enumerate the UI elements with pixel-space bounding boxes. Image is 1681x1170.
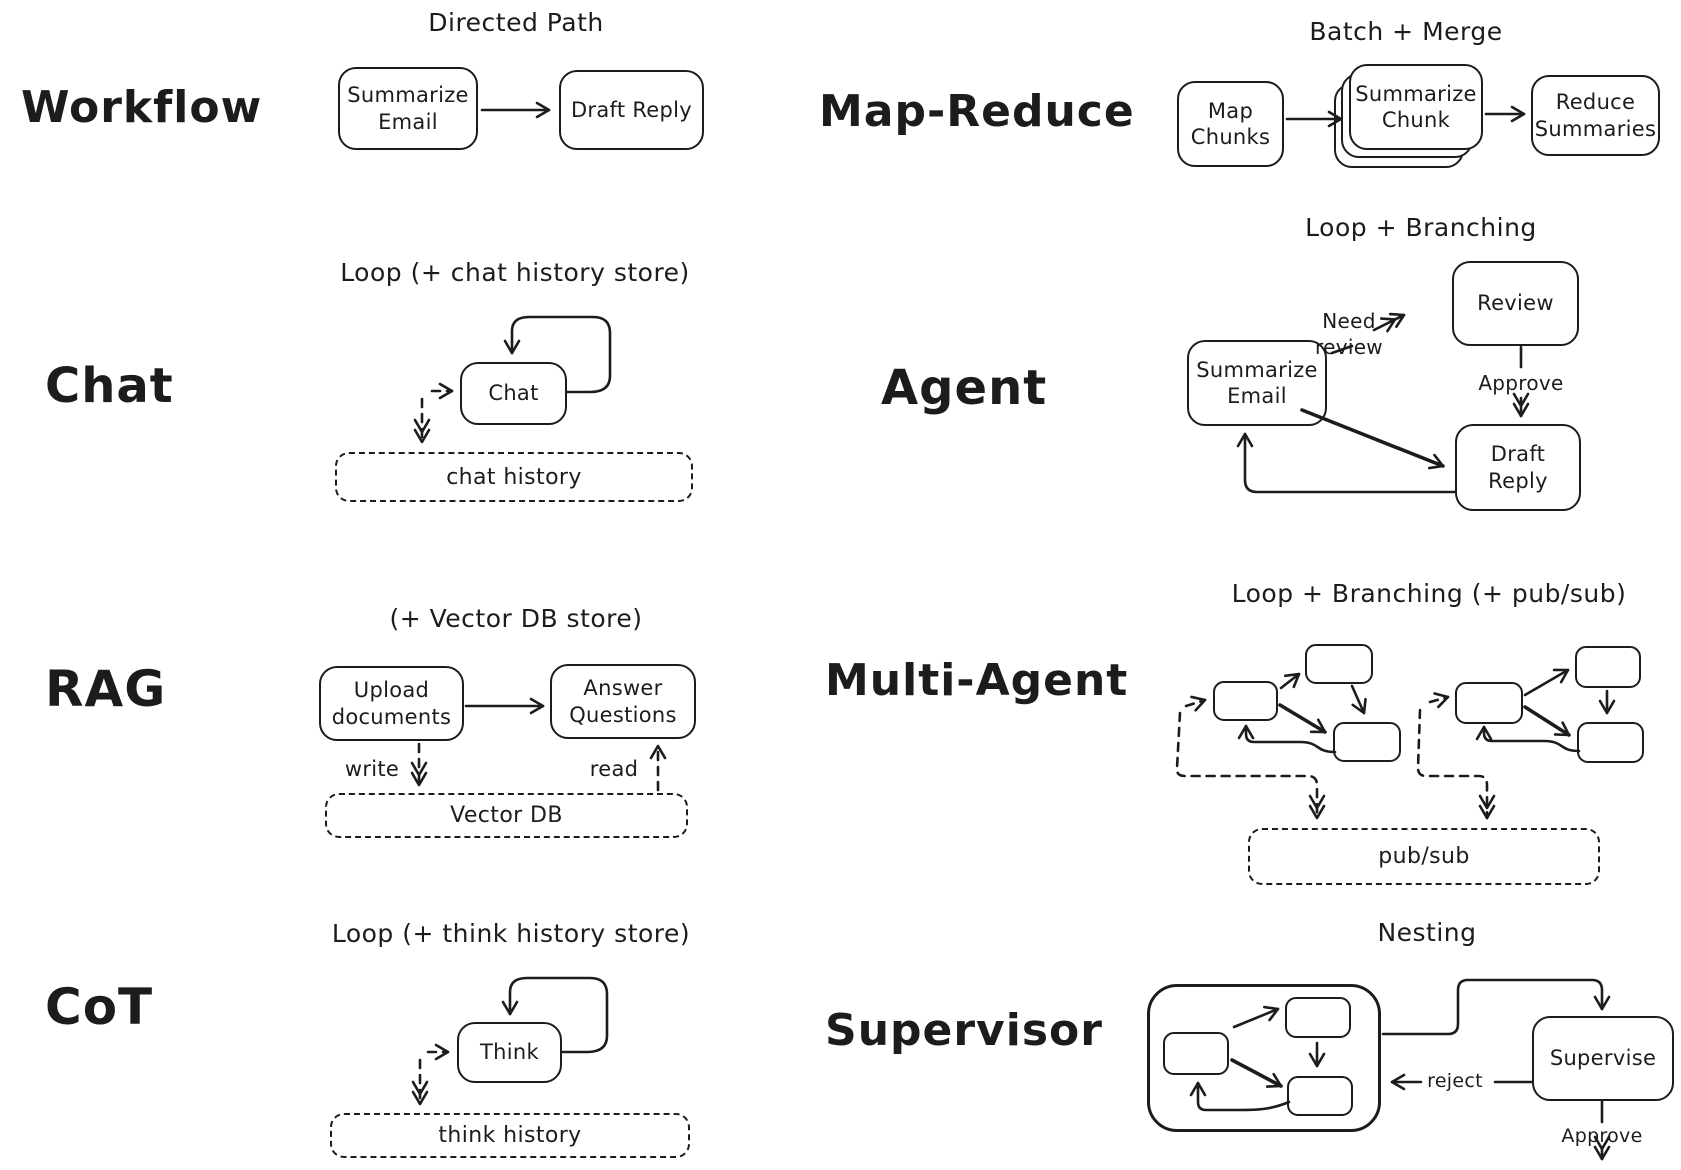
multi-agent-cluster1-node-left: [1213, 681, 1278, 721]
chat-pattern-title: Loop (+ chat history store): [340, 258, 690, 287]
multi-agent-cluster2-node-bottom: [1577, 722, 1644, 763]
supervisor-edge-label-approve: Approve: [1561, 1125, 1643, 1147]
map-reduce-pattern-title: Batch + Merge: [1309, 17, 1503, 46]
arrow-ma2-bottom-loop-to-left: [1475, 725, 1581, 753]
rag-edge-label-write: write: [344, 757, 400, 781]
rag-section-label: RAG: [45, 660, 167, 718]
workflow-node-summarize-email: Summarize Email: [338, 67, 478, 150]
arrow-ma1-entry-dashed: [1184, 695, 1207, 712]
cot-section-label: CoT: [45, 978, 154, 1036]
rag-pattern-title: (+ Vector DB store): [389, 604, 643, 633]
multi-agent-cluster1-node-top: [1305, 644, 1373, 684]
workflow-pattern-title: Directed Path: [428, 8, 604, 37]
arrow-ma2-to-pubsub-dashed: [1416, 708, 1496, 820]
cot-node-think: Think: [457, 1022, 562, 1083]
supervisor-inner-node-top: [1285, 997, 1351, 1038]
chat-section-label: Chat: [45, 358, 174, 414]
map-reduce-section-label: Map-Reduce: [819, 86, 1135, 137]
multi-agent-cluster1-node-bottom: [1333, 722, 1401, 762]
map-reduce-node-map-chunks: Map Chunks: [1177, 81, 1284, 167]
agent-node-summarize-email: Summarize Email: [1187, 340, 1327, 426]
agent-node-draft-reply: Draft Reply: [1455, 424, 1581, 511]
map-reduce-node-summarize-chunk: Summarize Chunk: [1349, 64, 1483, 150]
supervisor-section-label: Supervisor: [825, 1005, 1103, 1056]
think-history-store: think history: [330, 1113, 690, 1158]
agent-pattern-title: Loop + Branching: [1305, 213, 1537, 242]
workflow-node-draft-reply: Draft Reply: [559, 70, 704, 150]
arrow-ma1-top-to-bottom: [1350, 684, 1367, 715]
arrow-ma1-left-to-top: [1279, 672, 1301, 690]
arrow-ma1-left-to-bottom: [1278, 703, 1327, 734]
supervisor-node-supervise: Supervise: [1532, 1016, 1674, 1101]
chat-history-store: chat history: [335, 452, 693, 502]
supervisor-edge-label-reject: reject: [1427, 1070, 1483, 1092]
agent-edge-label-need-review: Need review: [1315, 309, 1383, 359]
multi-agent-section-label: Multi-Agent: [825, 655, 1129, 706]
map-reduce-node-reduce-summaries: Reduce Summaries: [1531, 75, 1660, 156]
rag-edge-label-read: read: [589, 757, 639, 781]
rag-node-upload-documents: Upload documents: [319, 666, 464, 741]
arrow-draft-reply-back-to-summarize: [1236, 432, 1457, 494]
arrow-ma2-left-to-bottom: [1523, 705, 1571, 737]
agent-node-review: Review: [1452, 261, 1579, 346]
agent-edge-label-approve: Approve: [1478, 371, 1564, 395]
supervisor-inner-node-bottom: [1287, 1076, 1353, 1116]
multi-agent-cluster2-node-top: [1575, 646, 1641, 688]
arrow-ma2-left-to-top: [1523, 668, 1570, 697]
multi-agent-pattern-title: Loop + Branching (+ pub/sub): [1231, 579, 1627, 608]
supervisor-pattern-title: Nesting: [1377, 918, 1477, 947]
arrow-ma2-entry-dashed: [1428, 692, 1450, 709]
chat-node-chat: Chat: [460, 362, 567, 425]
multi-agent-cluster2-node-left: [1455, 682, 1523, 724]
pub-sub-store: pub/sub: [1248, 828, 1600, 885]
arrow-ma1-bottom-loop-to-left: [1237, 724, 1337, 754]
rag-node-answer-questions: Answer Questions: [550, 664, 696, 739]
arrow-ma1-to-pubsub-dashed: [1175, 711, 1326, 820]
agent-section-label: Agent: [881, 360, 1048, 416]
workflow-section-label: Workflow: [21, 82, 263, 133]
vector-db-store: Vector DB: [325, 793, 688, 838]
supervisor-inner-node-left: [1163, 1032, 1229, 1075]
cot-pattern-title: Loop (+ think history store): [331, 919, 691, 948]
